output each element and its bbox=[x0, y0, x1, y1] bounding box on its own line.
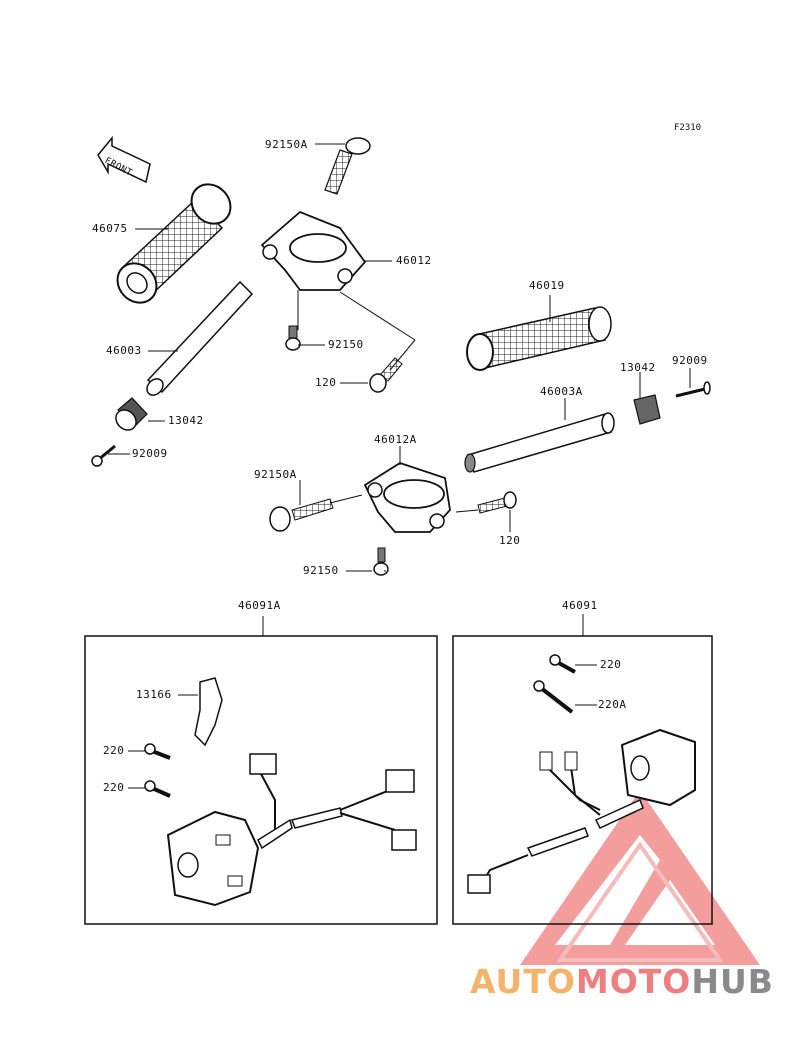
label-46091: 46091 bbox=[562, 599, 598, 612]
label-13042-right: 13042 bbox=[620, 361, 656, 374]
figure-code: F2310 bbox=[674, 123, 702, 133]
switch-housing-left bbox=[166, 753, 417, 907]
bar-end-13042-left bbox=[115, 397, 148, 431]
label-46012: 46012 bbox=[396, 254, 432, 267]
clamp-46012A bbox=[363, 462, 451, 533]
label-92009-left: 92009 bbox=[132, 447, 168, 460]
screw-220A-right bbox=[533, 680, 574, 714]
label-46003A: 46003A bbox=[540, 385, 583, 398]
bolt-120-mid bbox=[477, 491, 517, 514]
handlebar-46003 bbox=[146, 280, 254, 396]
label-46075: 46075 bbox=[92, 222, 128, 235]
leader-lines bbox=[108, 143, 691, 789]
bolt-92150A-mid bbox=[269, 498, 334, 532]
grip-46019 bbox=[466, 306, 612, 371]
label-92150A-mid: 92150A bbox=[254, 468, 297, 481]
label-46003: 46003 bbox=[106, 344, 142, 357]
label-13166: 13166 bbox=[136, 688, 172, 701]
label-92150-mid: 92150 bbox=[303, 564, 339, 577]
label-220-a: 220 bbox=[103, 744, 125, 757]
clamp-46012 bbox=[260, 210, 367, 291]
label-220-right: 220 bbox=[600, 658, 622, 671]
screw-92009-right bbox=[675, 381, 711, 398]
watermark-logo bbox=[520, 790, 760, 965]
bar-end-13042-right bbox=[633, 394, 661, 425]
screw-220-a bbox=[144, 743, 171, 760]
bolt-92150-upper bbox=[285, 325, 301, 351]
grip-46075 bbox=[116, 183, 232, 304]
handlebar-46003A bbox=[464, 412, 615, 473]
screw-220-b bbox=[144, 780, 171, 798]
watermark-part1: AUTO bbox=[470, 962, 576, 1001]
label-46091A: 46091A bbox=[238, 599, 281, 612]
clip-13166 bbox=[194, 677, 223, 747]
label-220A-right: 220A bbox=[598, 698, 627, 711]
box-46091 bbox=[452, 635, 713, 925]
watermark-text: AUTOMOTOHUB bbox=[470, 962, 774, 1001]
front-arrow-icon bbox=[97, 135, 151, 184]
watermark-part3: HUB bbox=[691, 962, 774, 1001]
label-120-mid: 120 bbox=[499, 534, 521, 547]
label-92150-top: 92150 bbox=[328, 338, 364, 351]
watermark-part2: MOTO bbox=[575, 962, 692, 1001]
label-46019: 46019 bbox=[529, 279, 565, 292]
screw-92009-left bbox=[91, 444, 116, 467]
bolt-92150A-top bbox=[324, 137, 371, 195]
label-92150A-top: 92150A bbox=[265, 138, 308, 151]
box-46091A bbox=[84, 635, 438, 925]
label-46012A: 46012A bbox=[374, 433, 417, 446]
label-220-b: 220 bbox=[103, 781, 125, 794]
label-13042-left: 13042 bbox=[168, 414, 204, 427]
bolt-92150-mid bbox=[373, 547, 389, 576]
label-92009-right: 92009 bbox=[672, 354, 708, 367]
bolt-120-upper bbox=[369, 357, 403, 393]
switch-housing-right bbox=[467, 728, 696, 894]
screw-220-right bbox=[549, 654, 576, 674]
label-120-top: 120 bbox=[315, 376, 337, 389]
